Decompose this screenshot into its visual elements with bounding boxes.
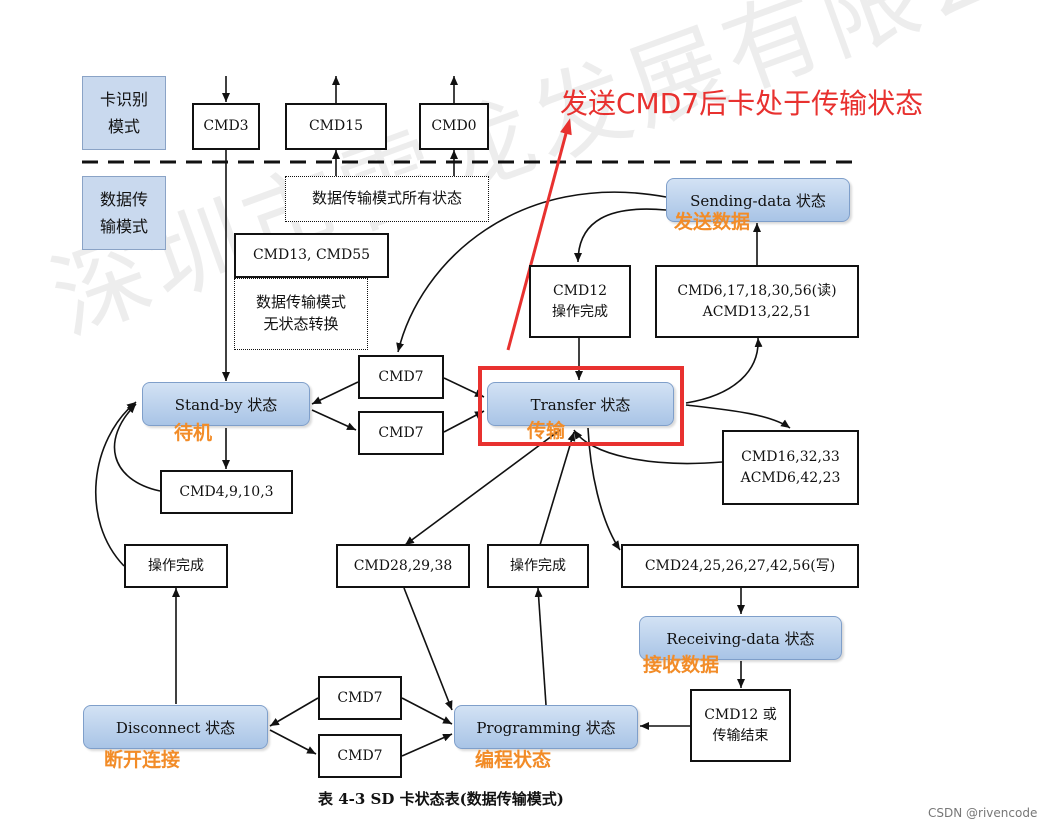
cmd13-cmd55-box: CMD13, CMD55 (234, 233, 389, 278)
sending-data-state: Sending-data 状态 (666, 178, 850, 222)
write-commands-box: CMD24,25,26,27,42,56(写) (621, 544, 859, 588)
side-label-data-transfer-mode: 数据传 输模式 (82, 176, 166, 250)
programming-state: Programming 状态 (454, 705, 638, 749)
cmd7-box-b: CMD7 (358, 411, 444, 455)
cmd15-box: CMD15 (285, 103, 387, 150)
cmd7-box-a: CMD7 (358, 355, 444, 399)
transfer-highlight-frame (478, 366, 684, 446)
op-done-mid-box: 操作完成 (487, 544, 589, 588)
annotation-disconnect: 断开连接 (104, 749, 181, 771)
annotation-programming: 编程状态 (475, 749, 552, 771)
cmd0-box: CMD0 (419, 103, 489, 150)
annotation-receiving: 接收数据 (643, 654, 720, 676)
annotation-standby: 待机 (174, 422, 213, 444)
op-done-left-box: 操作完成 (124, 544, 228, 588)
cmd16-group-box: CMD16,32,33 ACMD6,42,23 (722, 430, 859, 505)
disconnect-state: Disconnect 状态 (83, 705, 268, 749)
credit-text: CSDN @rivencode (928, 806, 1038, 820)
annotation-transfer: 传输 (527, 420, 566, 442)
standby-state: Stand-by 状态 (142, 382, 310, 426)
cmd7-box-d: CMD7 (318, 734, 402, 778)
no-transition-note: 数据传输模式 无状态转换 (234, 278, 368, 350)
headline: 发送CMD7后卡处于传输状态 (560, 87, 924, 120)
side-label-card-id-mode: 卡识别 模式 (82, 76, 166, 150)
figure-caption: 表 4-3 SD 卡状态表(数据传输模式) (318, 790, 564, 808)
cmd28-group-box: CMD28,29,38 (336, 544, 470, 588)
cmd7-box-c: CMD7 (318, 676, 402, 720)
all-states-note: 数据传输模式所有状态 (285, 176, 489, 222)
cmd12-or-end-box: CMD12 或 传输结束 (690, 689, 791, 762)
receiving-data-state: Receiving-data 状态 (639, 616, 842, 660)
annotation-sending: 发送数据 (674, 211, 751, 233)
cmd4-group-box: CMD4,9,10,3 (160, 470, 293, 514)
cmd12-done-box: CMD12 操作完成 (529, 265, 631, 338)
cmd3-box: CMD3 (192, 103, 260, 150)
transfer-state: Transfer 状态 (487, 382, 674, 426)
read-commands-box: CMD6,17,18,30,56(读) ACMD13,22,51 (655, 265, 859, 338)
